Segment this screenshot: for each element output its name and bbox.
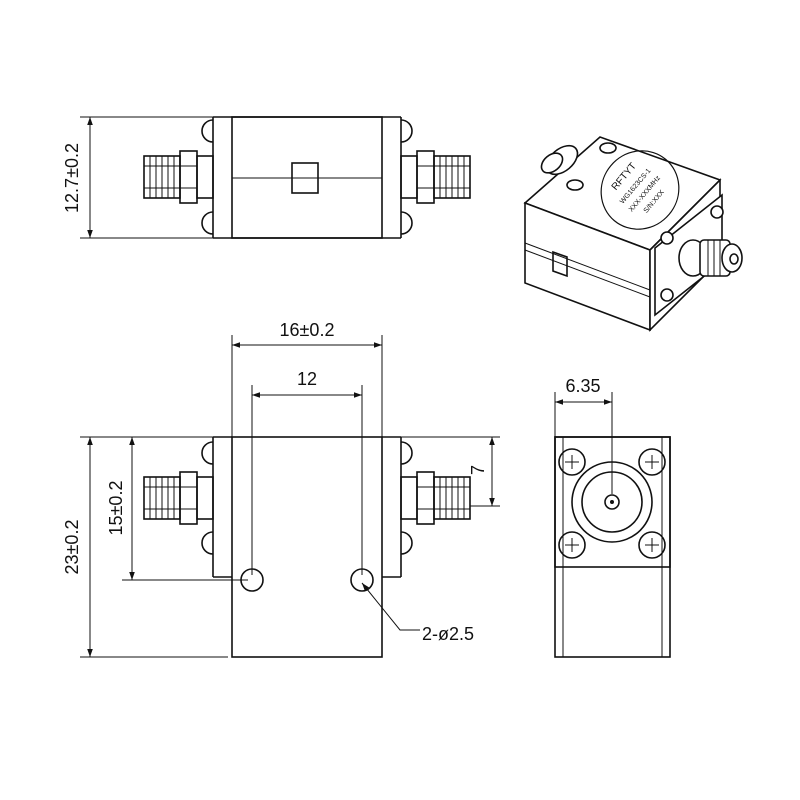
front-view: 16±0.2 12 23±0.2 15±0.2 7 [62, 320, 500, 658]
dim-hole-spacing: 12 [251, 369, 363, 575]
dim-front-height: 23±0.2 [62, 436, 228, 658]
holes-callout-label: 2-ø2.5 [422, 624, 474, 644]
dim-front-height-label: 23±0.2 [62, 520, 82, 575]
right-sma-connector-top [400, 150, 471, 204]
side-view: 6.35 [554, 376, 671, 658]
dim-connector-offset: 7 [382, 436, 500, 507]
dim-hole-height: 15±0.2 [106, 437, 248, 581]
iso-marker [552, 250, 568, 278]
dim-body-width-label: 16±0.2 [280, 320, 335, 340]
dim-top-view-height: 12.7±0.2 [62, 116, 228, 239]
left-sma-connector-top [143, 150, 214, 204]
dim-body-width: 16±0.2 [231, 320, 383, 437]
front-view-body [231, 436, 383, 658]
dim-connector-offset-label: 7 [468, 465, 488, 475]
dim-hole-height-label: 15±0.2 [106, 481, 126, 536]
dim-flange-width: 6.35 [554, 376, 613, 494]
dim-hole-spacing-label: 12 [297, 369, 317, 389]
flange-screws [558, 448, 666, 559]
iso-top-connector [540, 142, 617, 191]
holes-callout: 2-ø2.5 [361, 582, 474, 644]
isometric-view: RFTYT WG1623CS-1 XXX-XXXMHz S/N:XXX [523, 136, 743, 332]
screw-heads-top [201, 119, 413, 235]
iso-side-flange [654, 193, 743, 317]
right-sma-connector-front [400, 471, 471, 525]
top-view: 12.7±0.2 [62, 116, 471, 239]
dim-flange-width-label: 6.35 [565, 376, 600, 396]
left-sma-connector-front [143, 471, 214, 525]
dim-top-view-height-label: 12.7±0.2 [62, 143, 82, 213]
